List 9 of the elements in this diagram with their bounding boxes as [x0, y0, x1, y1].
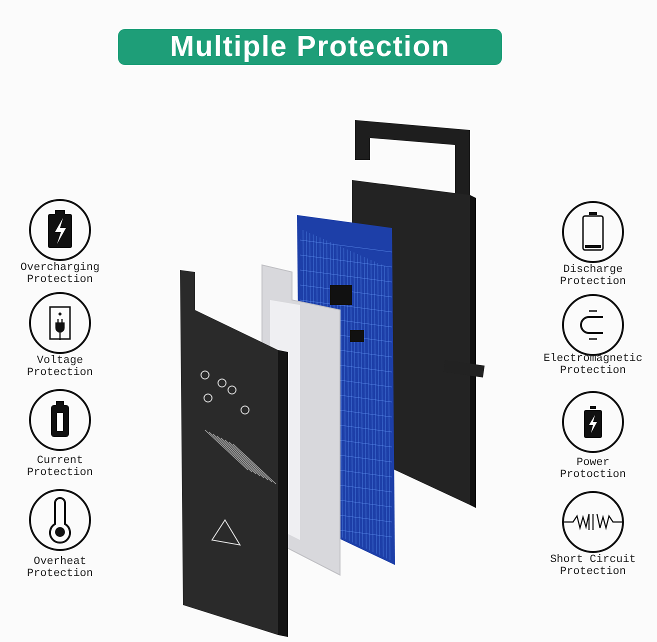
title: Multiple Protection [118, 29, 502, 65]
icon-caption: Short Circuit Protection [549, 554, 637, 578]
icon-caption: Discharge Protection [558, 264, 627, 288]
icon-caption: Voltage Protection [26, 355, 94, 379]
icon-caption: Overcharging Protection [19, 262, 101, 286]
icon-caption: Overheat Protection [26, 556, 94, 580]
icon-caption: Current Protection [26, 455, 94, 479]
icon-caption: Power Protoction [558, 457, 627, 481]
icon-caption: Electromagnetic Protection [542, 353, 644, 377]
